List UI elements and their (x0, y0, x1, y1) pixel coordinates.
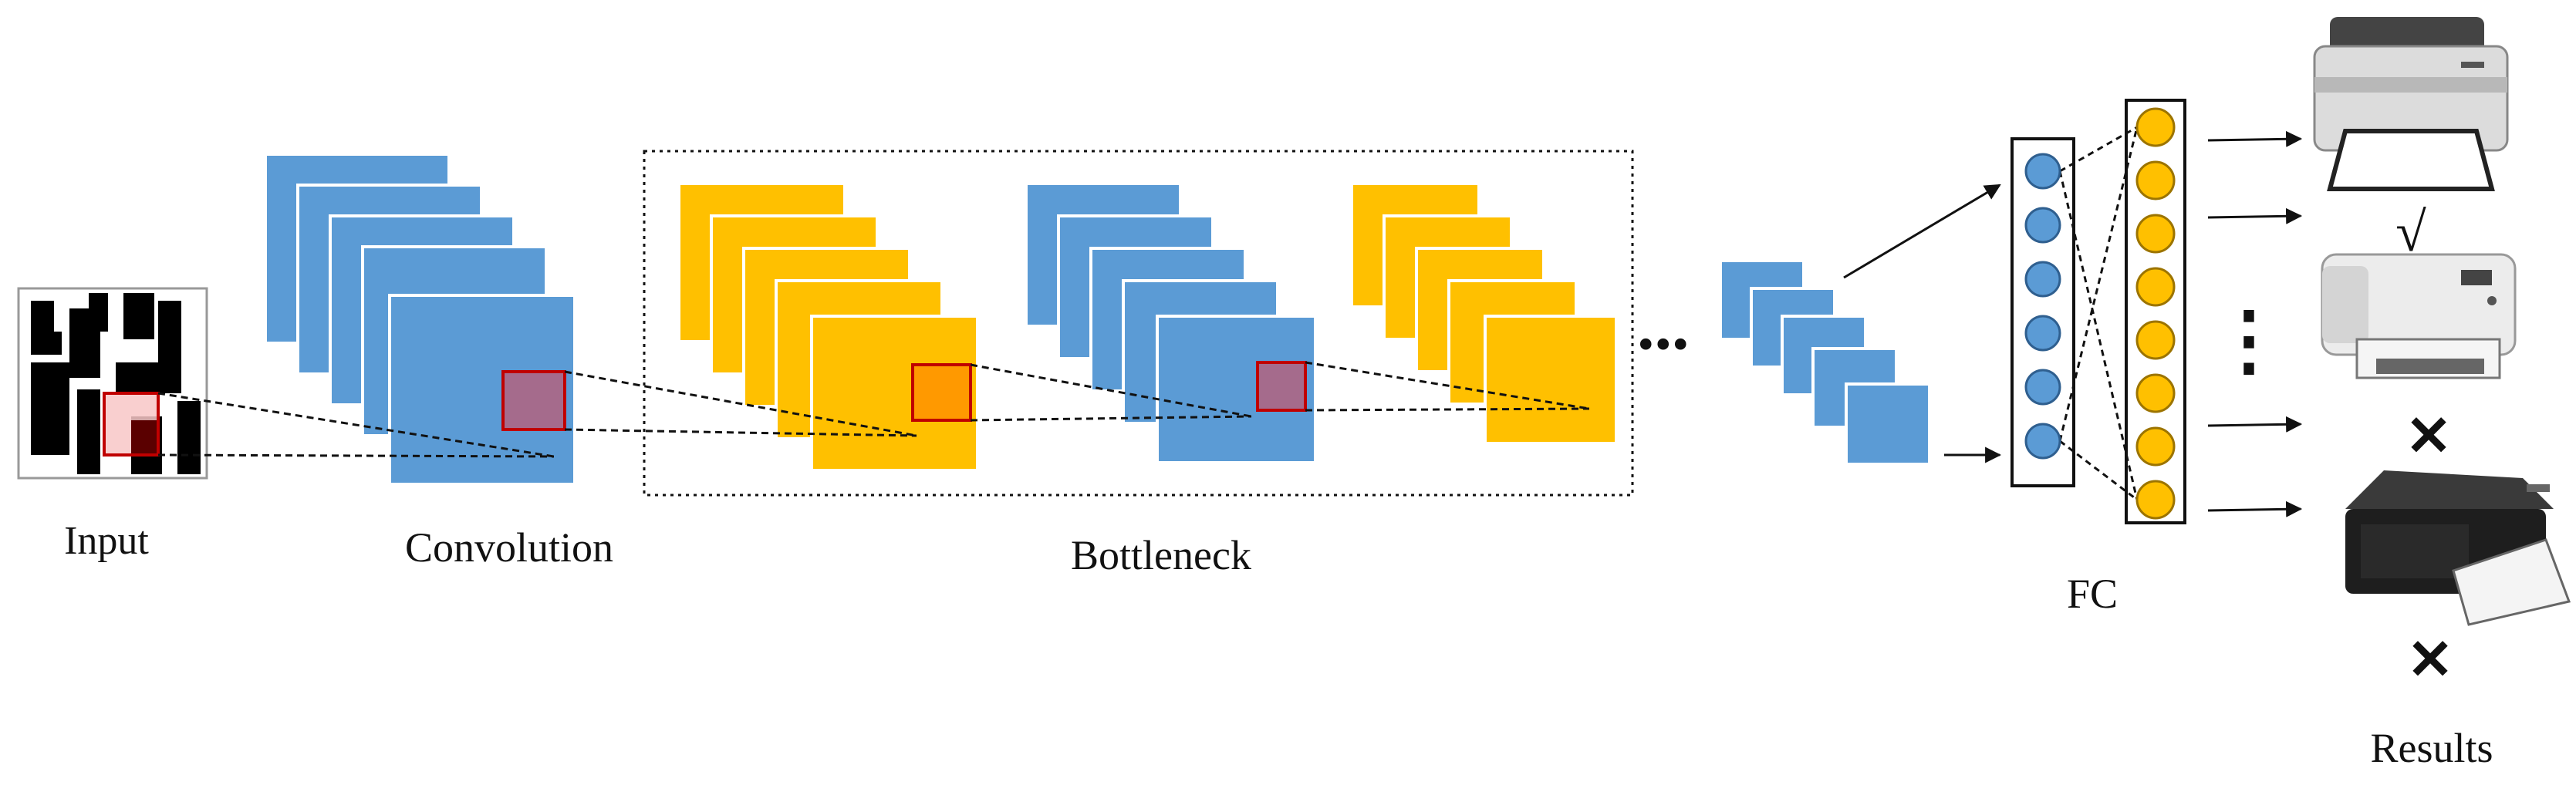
bottleneck-yellow-stack-2 (1350, 182, 1618, 445)
convolution-feature-maps (264, 153, 576, 486)
printer-icon-3 (2345, 470, 2571, 626)
label-fc: FC (2067, 571, 2118, 617)
fc-blue-neuron (2024, 207, 2061, 244)
fc-connection-line (2058, 170, 2139, 500)
label-bottleneck: Bottleneck (1071, 532, 1251, 578)
fc-yellow-layer-box (2125, 99, 2186, 524)
fc-connection-line (2059, 126, 2138, 173)
fc-yellow-neuron (2135, 107, 2176, 147)
printer-icon-1 (2313, 17, 2509, 191)
input-image (17, 287, 208, 480)
fc-blue-neuron (2024, 153, 2061, 190)
result-mark-middle: ✕ (2406, 406, 2452, 467)
output-arrows (2207, 130, 2303, 517)
fc-blue-layer-box (2010, 137, 2075, 487)
flatten-arrows (1843, 184, 2002, 463)
fc-yellow-neuron (2135, 426, 2176, 467)
printer-icon-2 (2321, 253, 2517, 379)
fc-yellow-neuron (2135, 160, 2176, 200)
fc-connections (2058, 126, 2139, 501)
bottleneck-frame (643, 150, 1634, 497)
ellipsis-dots: ... (1637, 288, 1690, 364)
fc-blue-neurons (2024, 153, 2061, 460)
final-feature-maps (1719, 259, 1931, 466)
fc-blue-neuron (2024, 315, 2061, 352)
label-input: Input (64, 519, 149, 563)
bottleneck-yellow-stack-1 (677, 182, 979, 472)
receptive-field-lines (157, 361, 1590, 458)
fc-yellow-neuron (2135, 480, 2176, 520)
bottleneck-blue-stack (1025, 182, 1317, 464)
output-vertical-ellipsis: ⋮ (2210, 298, 2287, 383)
fc-blue-neuron (2024, 369, 2061, 406)
fc-yellow-neuron (2135, 373, 2176, 413)
fc-connection-line (2059, 440, 2138, 501)
label-convolution: Convolution (405, 524, 613, 571)
fc-yellow-neuron (2135, 214, 2176, 254)
fc-yellow-neurons (2135, 107, 2176, 520)
result-mark-top: √ (2395, 201, 2426, 263)
fc-blue-neuron (2024, 423, 2061, 460)
fc-yellow-neuron (2135, 320, 2176, 360)
fc-blue-neuron (2024, 261, 2061, 298)
label-results: Results (2370, 725, 2493, 771)
result-mark-bottom: ✕ (2407, 629, 2453, 691)
fc-yellow-neuron (2135, 267, 2176, 307)
